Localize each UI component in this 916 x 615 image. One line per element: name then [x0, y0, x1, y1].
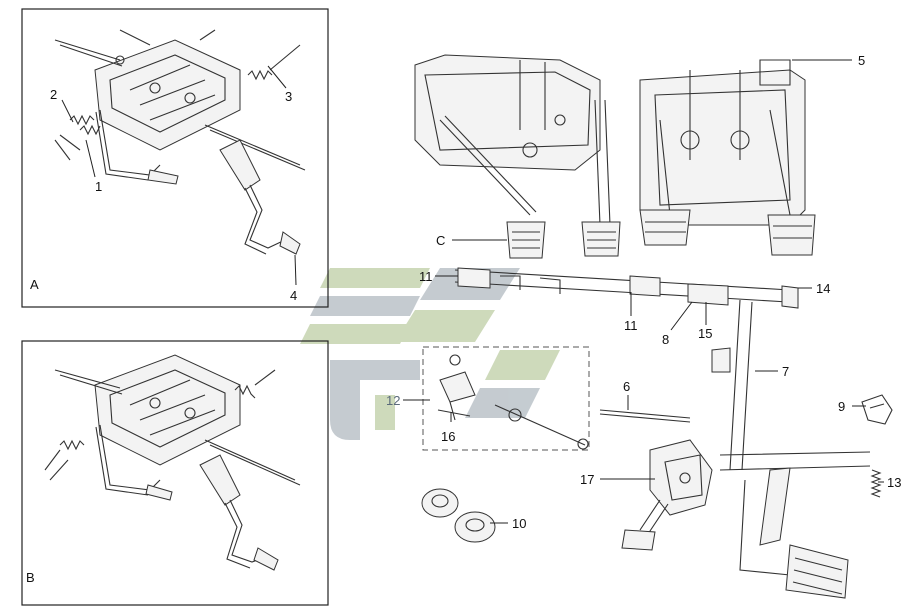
- callout-6: 6: [623, 379, 630, 394]
- callout-8: 8: [662, 332, 669, 347]
- callout-16: 16: [441, 429, 455, 444]
- callout-11a: 11: [419, 269, 433, 284]
- cross-shaft-assembly: [454, 267, 799, 309]
- callout-2: 2: [50, 87, 57, 102]
- panel-b-label: B: [26, 570, 35, 585]
- callout-7: 7: [782, 364, 789, 379]
- panel-a: A: [21, 8, 329, 308]
- pedal-box-rear-view: [639, 59, 816, 256]
- panel-a-bracket-assembly: [54, 29, 306, 171]
- panel-b-pedal-right: [199, 454, 279, 571]
- callout-3: 3: [285, 89, 292, 104]
- panel-a-pedal-left: [95, 109, 179, 185]
- callout-10: 10: [512, 516, 526, 531]
- panel-a-pedal-right: [219, 139, 301, 255]
- panel-b-pedal-left: [95, 424, 173, 501]
- panel-b-bracket-assembly: [54, 354, 301, 486]
- detail-box: [422, 346, 590, 451]
- panel-b-springs: [44, 369, 276, 481]
- callout-4: 4: [290, 288, 297, 303]
- callout-13: 13: [887, 475, 901, 490]
- panel-b: B: [21, 340, 329, 606]
- return-spring: [870, 469, 882, 498]
- callout-11b: 11: [624, 318, 638, 333]
- callout-17: 17: [580, 472, 594, 487]
- callout-14: 14: [816, 281, 830, 296]
- clutch-pedal-arm: [711, 299, 871, 599]
- callout-9: 9: [838, 399, 845, 414]
- callout-15: 15: [698, 326, 712, 341]
- pushrod: [599, 409, 691, 423]
- pedal-box-front-view: [414, 54, 621, 259]
- clip-part: [861, 394, 893, 425]
- panel-a-label: A: [30, 277, 39, 292]
- detail-box-parts: [437, 354, 589, 450]
- callout-12: 12: [386, 393, 400, 408]
- callout-5: 5: [858, 53, 865, 68]
- pedal-pad-bushings: [421, 488, 496, 543]
- panel-a-springs: [54, 44, 301, 161]
- callout-C: C: [436, 233, 445, 248]
- callout-1: 1: [95, 179, 102, 194]
- brake-pedal-bracket: [621, 439, 713, 551]
